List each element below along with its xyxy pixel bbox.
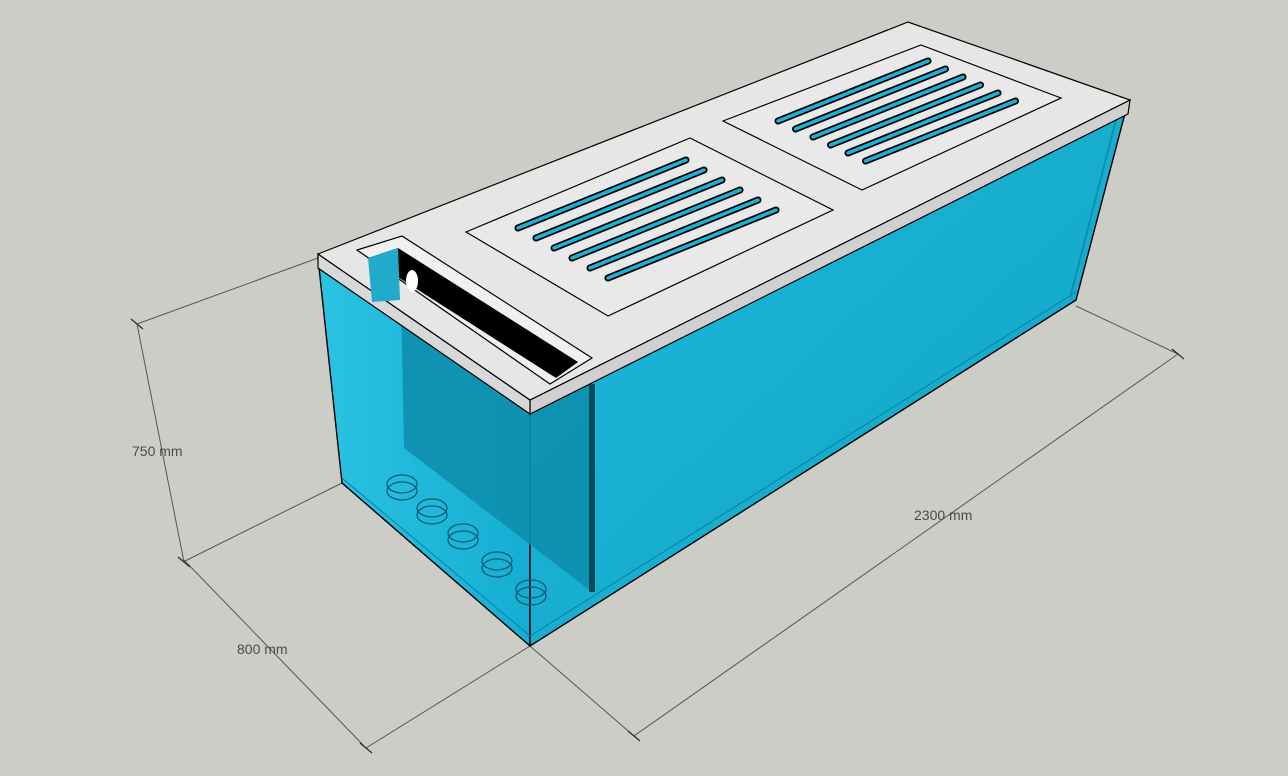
grate-slot-water bbox=[516, 158, 688, 230]
bulkhead bbox=[515, 579, 547, 606]
lid-grate-2 bbox=[721, 44, 1063, 191]
dimension-line-height bbox=[136, 323, 185, 563]
dimension-lines bbox=[136, 257, 1179, 749]
dimension-label-width: 800 mm bbox=[237, 641, 288, 657]
grate-slot-water bbox=[776, 59, 930, 123]
tank-bottom-edge bbox=[341, 477, 531, 637]
tank-bottom-edge-front bbox=[529, 291, 1077, 637]
overflow-hole-icon bbox=[406, 270, 418, 292]
bulkhead-group bbox=[386, 474, 547, 606]
grate-slot-water bbox=[846, 91, 1000, 155]
dimension-line-length bbox=[633, 353, 1179, 737]
grate-slot-water bbox=[863, 99, 1018, 163]
grate-slots bbox=[514, 156, 780, 282]
tank-lid bbox=[316, 21, 1132, 416]
grate-slots bbox=[774, 57, 1019, 165]
extension-line-height-bottom bbox=[182, 482, 343, 563]
grate-slot-water bbox=[570, 188, 742, 260]
dimension-ticks bbox=[130, 318, 1185, 754]
dimension-line-width bbox=[183, 559, 367, 749]
overflow-box-opening bbox=[368, 248, 578, 378]
tank-right-edge bbox=[1069, 111, 1119, 299]
lid-grate-1 bbox=[464, 137, 835, 317]
overflow-box-inner-wall bbox=[368, 248, 400, 302]
dimension-label-length: 2300 mm bbox=[914, 507, 972, 523]
bulkhead bbox=[416, 498, 448, 525]
extension-line-width-bottom bbox=[365, 645, 531, 749]
extension-line-length-left bbox=[529, 645, 635, 737]
grate-slot-water bbox=[811, 75, 965, 139]
bulkhead bbox=[386, 474, 418, 501]
extension-line-length-right bbox=[1075, 305, 1179, 355]
dimension-label-height: 750 mm bbox=[132, 443, 183, 459]
grate-slot-water bbox=[793, 67, 948, 131]
grate-slot-water bbox=[828, 83, 983, 147]
bulkhead bbox=[481, 551, 513, 578]
bulkhead bbox=[447, 523, 479, 550]
grate-slot-water bbox=[588, 198, 760, 270]
grate-slot-water bbox=[606, 208, 778, 280]
extension-line-height-top bbox=[136, 257, 319, 325]
grate-slot-water bbox=[534, 168, 706, 240]
grate-slot-water bbox=[552, 178, 724, 250]
